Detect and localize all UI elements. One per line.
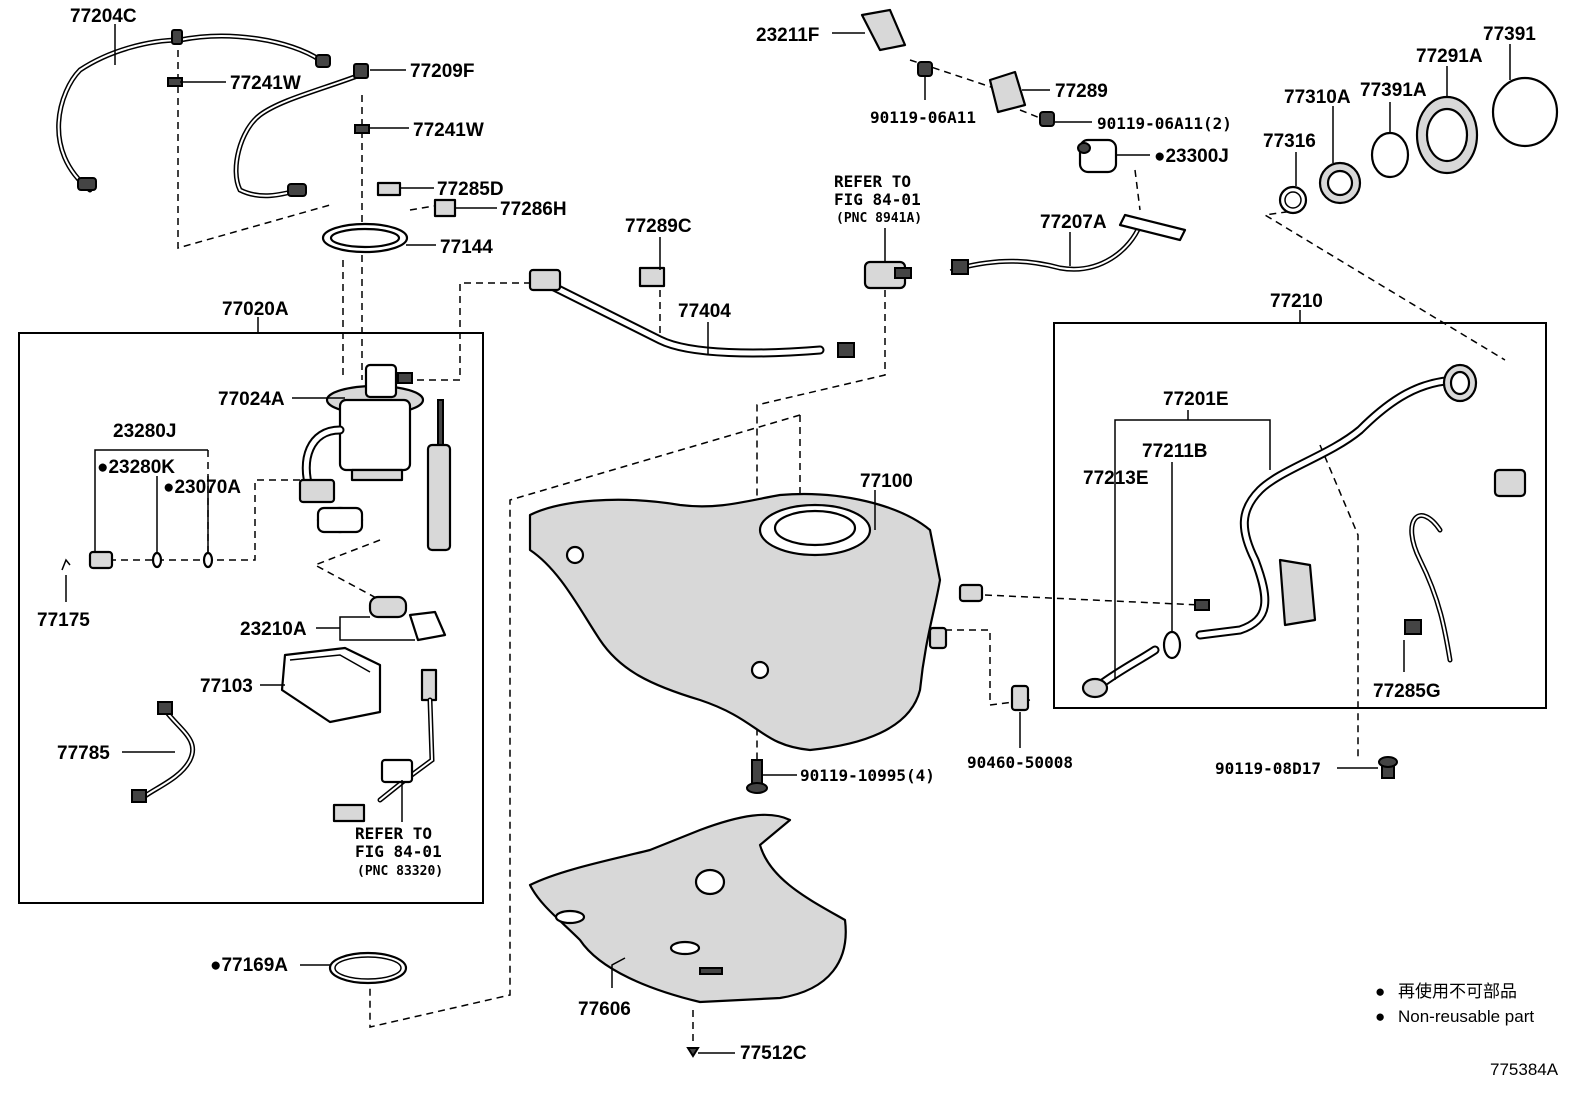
figure-code: 775384A — [1490, 1060, 1559, 1079]
legend-bullet-2: ● — [1375, 1007, 1385, 1026]
sender-arm — [426, 399, 452, 552]
wire-harness-77204C — [56, 29, 331, 193]
label-77286H: 77286H — [500, 199, 567, 220]
legend-japanese: 再使用不可部品 — [1398, 981, 1517, 1001]
label-77169A: ●77169A — [210, 955, 288, 976]
label-23280K: ●23280K — [97, 457, 175, 478]
clip-77241W-b-icon — [354, 124, 370, 134]
label-90119-06A11-2: 90119-06A11(2) — [1097, 114, 1232, 133]
fuel-filter-23300J — [1077, 138, 1118, 174]
retainer-ring-77144 — [321, 222, 409, 254]
gasket-77391A — [1370, 131, 1410, 179]
label-77210: 77210 — [1270, 291, 1323, 312]
label-77291A: 77291A — [1416, 46, 1483, 67]
fuel-tank-77100 — [528, 492, 984, 752]
bracket-23211F — [860, 8, 933, 77]
label-23070A: ●23070A — [163, 477, 241, 498]
label-77209F: 77209F — [410, 61, 474, 82]
label-77310A: 77310A — [1284, 87, 1351, 108]
legend: ● 再使用不可部品 ● Non-reusable part — [1375, 981, 1534, 1026]
filter-23280J-parts — [61, 550, 214, 571]
label-77144: 77144 — [440, 237, 493, 258]
fuel-cap-group — [1278, 76, 1559, 215]
svg-text:FIG 84-01: FIG 84-01 — [355, 842, 442, 861]
bracket-77289 — [988, 70, 1027, 114]
clamp-77211B — [1162, 630, 1182, 660]
label-77213E: 77213E — [1083, 468, 1149, 489]
fuel-filler-pipe-77210 — [1194, 363, 1527, 663]
label-77391: 77391 — [1483, 24, 1536, 45]
bolt-90119-08D17-icon — [1378, 756, 1398, 779]
gasket-77169A — [328, 951, 408, 985]
legend-english: Non-reusable part — [1398, 1007, 1534, 1026]
sender-gauge — [332, 668, 438, 823]
label-77285G: 77285G — [1373, 681, 1441, 702]
label-90119-10995: 90119-10995(4) — [800, 766, 935, 785]
label-77100: 77100 — [860, 471, 913, 492]
group-box-77020A — [18, 332, 484, 904]
wire-harness-77209F — [233, 63, 369, 199]
label-77207A: 77207A — [1040, 212, 1107, 233]
gasket-77316 — [1278, 185, 1308, 215]
label-23211F: 23211F — [756, 25, 819, 46]
bolt-90119-10995-icon — [746, 759, 768, 794]
label-77211B: 77211B — [1142, 441, 1208, 462]
label-77201E: 77201E — [1163, 389, 1229, 410]
label-90119-06A11: 90119-06A11 — [870, 108, 976, 127]
label-77241W-b: 77241W — [413, 120, 484, 141]
wire-harness-77785 — [131, 701, 196, 803]
label-77289: 77289 — [1055, 81, 1108, 102]
legend-bullet-1: ● — [1375, 982, 1385, 1001]
label-77391A: 77391A — [1360, 80, 1427, 101]
bracket-77286H-icon — [433, 198, 457, 218]
label-23280J: 23280J — [113, 421, 176, 442]
svg-text:(PNC 8941A): (PNC 8941A) — [836, 211, 922, 226]
bolt-90119-06A11-2-icon — [1039, 111, 1055, 127]
hose-77213E — [1081, 645, 1160, 699]
label-77285D: 77285D — [437, 179, 504, 200]
label-77175: 77175 — [37, 610, 90, 631]
connector-77285D-icon — [376, 181, 402, 197]
svg-text:REFER TO: REFER TO — [834, 172, 911, 191]
wire-harness-77207A — [951, 213, 1187, 275]
label-77606: 77606 — [578, 999, 631, 1020]
gasket-77391 — [1491, 76, 1559, 148]
label-90460-50008: 90460-50008 — [967, 753, 1073, 772]
reference-note-8941A: REFER TO FIG 84-01 (PNC 8941A) — [834, 172, 922, 226]
label-77241W-a: 77241W — [230, 73, 301, 94]
canister-valve — [863, 260, 912, 290]
label-77020A: 77020A — [222, 299, 289, 320]
clip-77241W-a-icon — [167, 77, 183, 87]
label-77024A: 77024A — [218, 389, 285, 410]
reference-note-83320: REFER TO FIG 84-01 (PNC 83320) — [355, 824, 443, 879]
label-77204C: 77204C — [70, 6, 137, 27]
fuel-pump-module-77024A — [298, 363, 425, 534]
label-77404: 77404 — [678, 301, 731, 322]
label-77316: 77316 — [1263, 131, 1316, 152]
clip-77512C-icon — [686, 1047, 700, 1058]
label-77289C: 77289C — [625, 216, 692, 237]
svg-text:(PNC 83320): (PNC 83320) — [357, 864, 443, 879]
fuel-pump-23210A — [368, 595, 447, 642]
part-labels: 77204C 77241W 77209F 77241W 77285D 77286… — [37, 6, 1536, 1064]
label-90119-08D17: 90119-08D17 — [1215, 759, 1321, 778]
label-77512C: 77512C — [740, 1043, 807, 1064]
label-23210A: 23210A — [240, 619, 307, 640]
label-23300J: ●23300J — [1154, 146, 1229, 167]
label-77785: 77785 — [57, 743, 110, 764]
svg-text:FIG 84-01: FIG 84-01 — [834, 190, 921, 209]
leader-lines — [65, 24, 1511, 1054]
clip-90460-50008-icon — [1010, 684, 1030, 712]
jet-pump-77103 — [280, 646, 382, 724]
svg-text:REFER TO: REFER TO — [355, 824, 432, 843]
vent-hose-77404 — [528, 266, 855, 358]
protector-77606 — [528, 813, 847, 1004]
label-77103: 77103 — [200, 676, 253, 697]
